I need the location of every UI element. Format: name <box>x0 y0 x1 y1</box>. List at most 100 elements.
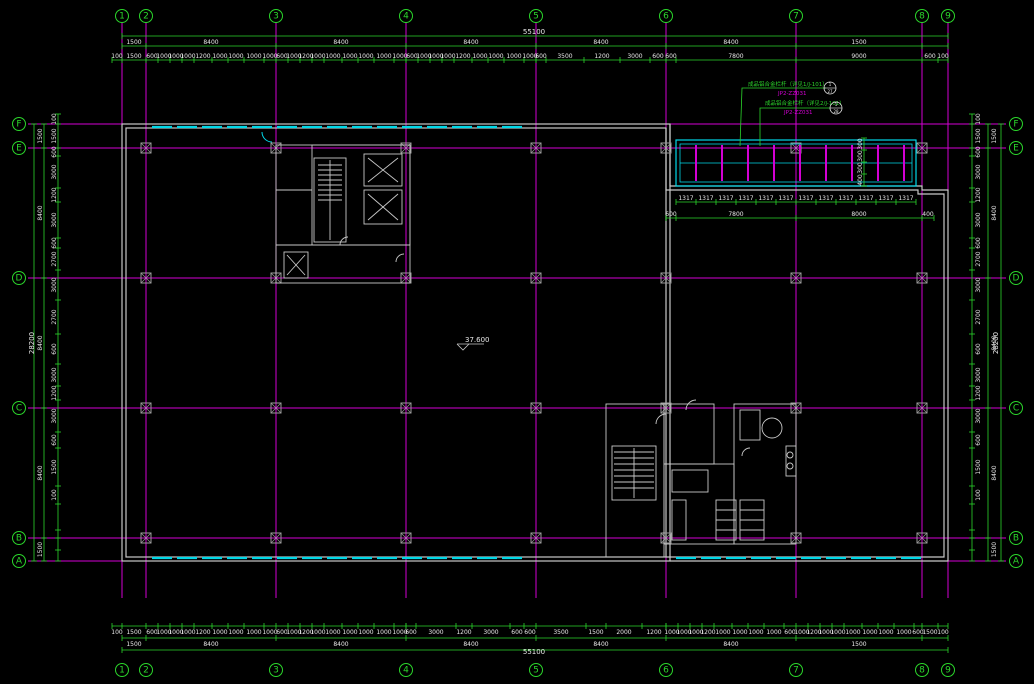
dim-balcony-modules-label: 1317 <box>698 195 713 202</box>
dim-bottom-detail-c-label: 1000 <box>818 629 833 636</box>
detail-bubble-2-top: 1 <box>835 102 838 107</box>
column <box>530 142 542 154</box>
dim-right-detail-label: 100 <box>975 113 982 125</box>
balcony-railing <box>675 139 917 187</box>
dim-right-spans-label: 1500 <box>991 128 998 143</box>
upper-core <box>275 144 411 284</box>
dim-right-detail-label: 3000 <box>975 277 982 292</box>
axis-bubble-top-6-label: 6 <box>663 12 669 22</box>
axis-bubble-right-E-label: E <box>1013 144 1019 154</box>
dim-balcony-modules-label: 1317 <box>738 195 753 202</box>
dim-top-spans-label: 8400 <box>203 39 218 46</box>
dim-balcony-modules-label: 1317 <box>878 195 893 202</box>
column <box>530 532 542 544</box>
axis-bubble-top-1: 1 <box>115 9 129 23</box>
dim-bottom-detail-a-label: 100 <box>111 629 123 636</box>
dim-bottom-detail-c-label: 1000 <box>732 629 747 636</box>
dim-bottom-detail-a-label: 1000 <box>212 629 227 636</box>
dim-balcony-modules-label: 1317 <box>838 195 853 202</box>
note-2-text: 成品铝合金栏杆（详见2/J-101） <box>765 99 845 107</box>
dim-bottom-detail-c-label: 600 <box>784 629 796 636</box>
dim-top-detail-a-label: 1000 <box>180 53 195 60</box>
dim-top-spans-label: 8400 <box>593 39 608 46</box>
dim-left-spans-label: 8400 <box>37 465 44 480</box>
column <box>660 142 672 154</box>
dim-left-detail-label: 1200 <box>51 385 58 400</box>
dim-left-detail-label: 100 <box>51 113 58 125</box>
axis-bubble-top-1-label: 1 <box>119 12 125 22</box>
dim-top-detail-c-label: 9000 <box>851 53 866 60</box>
axis-bubble-left-F-label: F <box>16 120 21 130</box>
dim-top-detail-b-label: 1000 <box>506 53 521 60</box>
dim-bottom-spans-label: 8400 <box>593 641 608 648</box>
dim-balcony-modules-label: 1317 <box>798 195 813 202</box>
dim-left-detail-label: 600 <box>51 146 58 158</box>
dim-left-detail-label: 3000 <box>51 212 58 227</box>
dim-bottom-detail-c-label: 1500 <box>922 629 937 636</box>
dim-right-spans-label: 8400 <box>991 205 998 220</box>
dim-top-detail-c-label: 3000 <box>627 53 642 60</box>
dimension-lines <box>31 33 1004 653</box>
dim-bottom-detail-b-label: 3000 <box>483 629 498 636</box>
axis-bubble-top-5: 5 <box>529 9 543 23</box>
dim-balcony-spans-label: 7800 <box>728 211 743 218</box>
dim-bottom-detail-b-label: 3500 <box>553 629 568 636</box>
dim-bottom-detail-c-label: 1200 <box>806 629 821 636</box>
dim-bottom-detail-a-label: 1000 <box>325 629 340 636</box>
axis-bubble-top-4: 4 <box>399 9 413 23</box>
dim-bottom-detail-a-label: 1000 <box>342 629 357 636</box>
dim-left-detail-label: 2700 <box>51 251 58 266</box>
column <box>400 402 412 414</box>
dim-top-detail-a-label: 1000 <box>246 53 261 60</box>
detail-bubble-2-bottom: 28 <box>833 109 839 114</box>
dim-bottom-detail-a-label: 1000 <box>180 629 195 636</box>
dim-bottom-detail-c-label: 1000 <box>715 629 730 636</box>
column <box>140 142 152 154</box>
dim-top-spans-label: 8400 <box>463 39 478 46</box>
dim-bottom-detail-b-label: 600 <box>405 629 417 636</box>
dim-balcony-modules-label: 1317 <box>778 195 793 202</box>
axis-bubble-top-3-label: 3 <box>273 12 279 22</box>
dim-top-detail-b-label: 1000 <box>522 53 537 60</box>
column <box>660 272 672 284</box>
dim-bottom-detail-a-label: 1000 <box>246 629 261 636</box>
axis-bubble-top-8-label: 8 <box>919 12 925 22</box>
dim-bottom-detail-c-label: 1200 <box>700 629 715 636</box>
dim-left-detail-label: 2700 <box>51 309 58 324</box>
dim-top-detail-b-label: 1000 <box>472 53 487 60</box>
dim-bottom-detail-c-label: 100 <box>937 629 949 636</box>
axis-bubble-top-2: 2 <box>139 9 153 23</box>
column <box>916 402 928 414</box>
dim-bottom-detail-a-label: 600 <box>146 629 158 636</box>
axis-bubble-bottom-3: 3 <box>269 663 283 677</box>
dim-bottom-spans-label: 8400 <box>203 641 218 648</box>
axis-bubble-left-D: D <box>12 271 26 285</box>
axis-bubble-bottom-9-label: 9 <box>945 666 951 676</box>
overall-length-bottom: 55100 <box>523 648 545 656</box>
dim-bottom-detail-a-label: 1000 <box>392 629 407 636</box>
dim-bottom-detail-a-label: 1000 <box>286 629 301 636</box>
dim-bottom-detail-a-label: 1000 <box>156 629 171 636</box>
dim-balcony-vertical-label: 400 <box>857 174 864 186</box>
dim-right-detail-label: 600 <box>975 343 982 355</box>
dim-top-detail-c-label: 7800 <box>728 53 743 60</box>
dim-bottom-spans-label: 8400 <box>333 641 348 648</box>
dim-top-detail-c-label: 3500 <box>557 53 572 60</box>
axis-bubble-right-D-label: D <box>1013 274 1020 284</box>
axis-bubble-right-F-label: F <box>1013 120 1018 130</box>
dim-right-detail-label: 600 <box>975 237 982 249</box>
column <box>270 402 282 414</box>
structural-columns <box>140 142 928 544</box>
axis-bubble-left-E-label: E <box>16 144 22 154</box>
axis-bubble-top-9: 9 <box>941 9 955 23</box>
axis-bubble-bottom-6-label: 6 <box>663 666 669 676</box>
dim-balcony-spans-label: 400 <box>922 211 934 218</box>
dim-balcony-vertical-label: 300 <box>857 138 864 150</box>
dim-bottom-detail-a-label: 1000 <box>376 629 391 636</box>
dim-top-detail-b-label: 1000 <box>428 53 443 60</box>
axis-bubble-right-A-label: A <box>1013 557 1020 567</box>
